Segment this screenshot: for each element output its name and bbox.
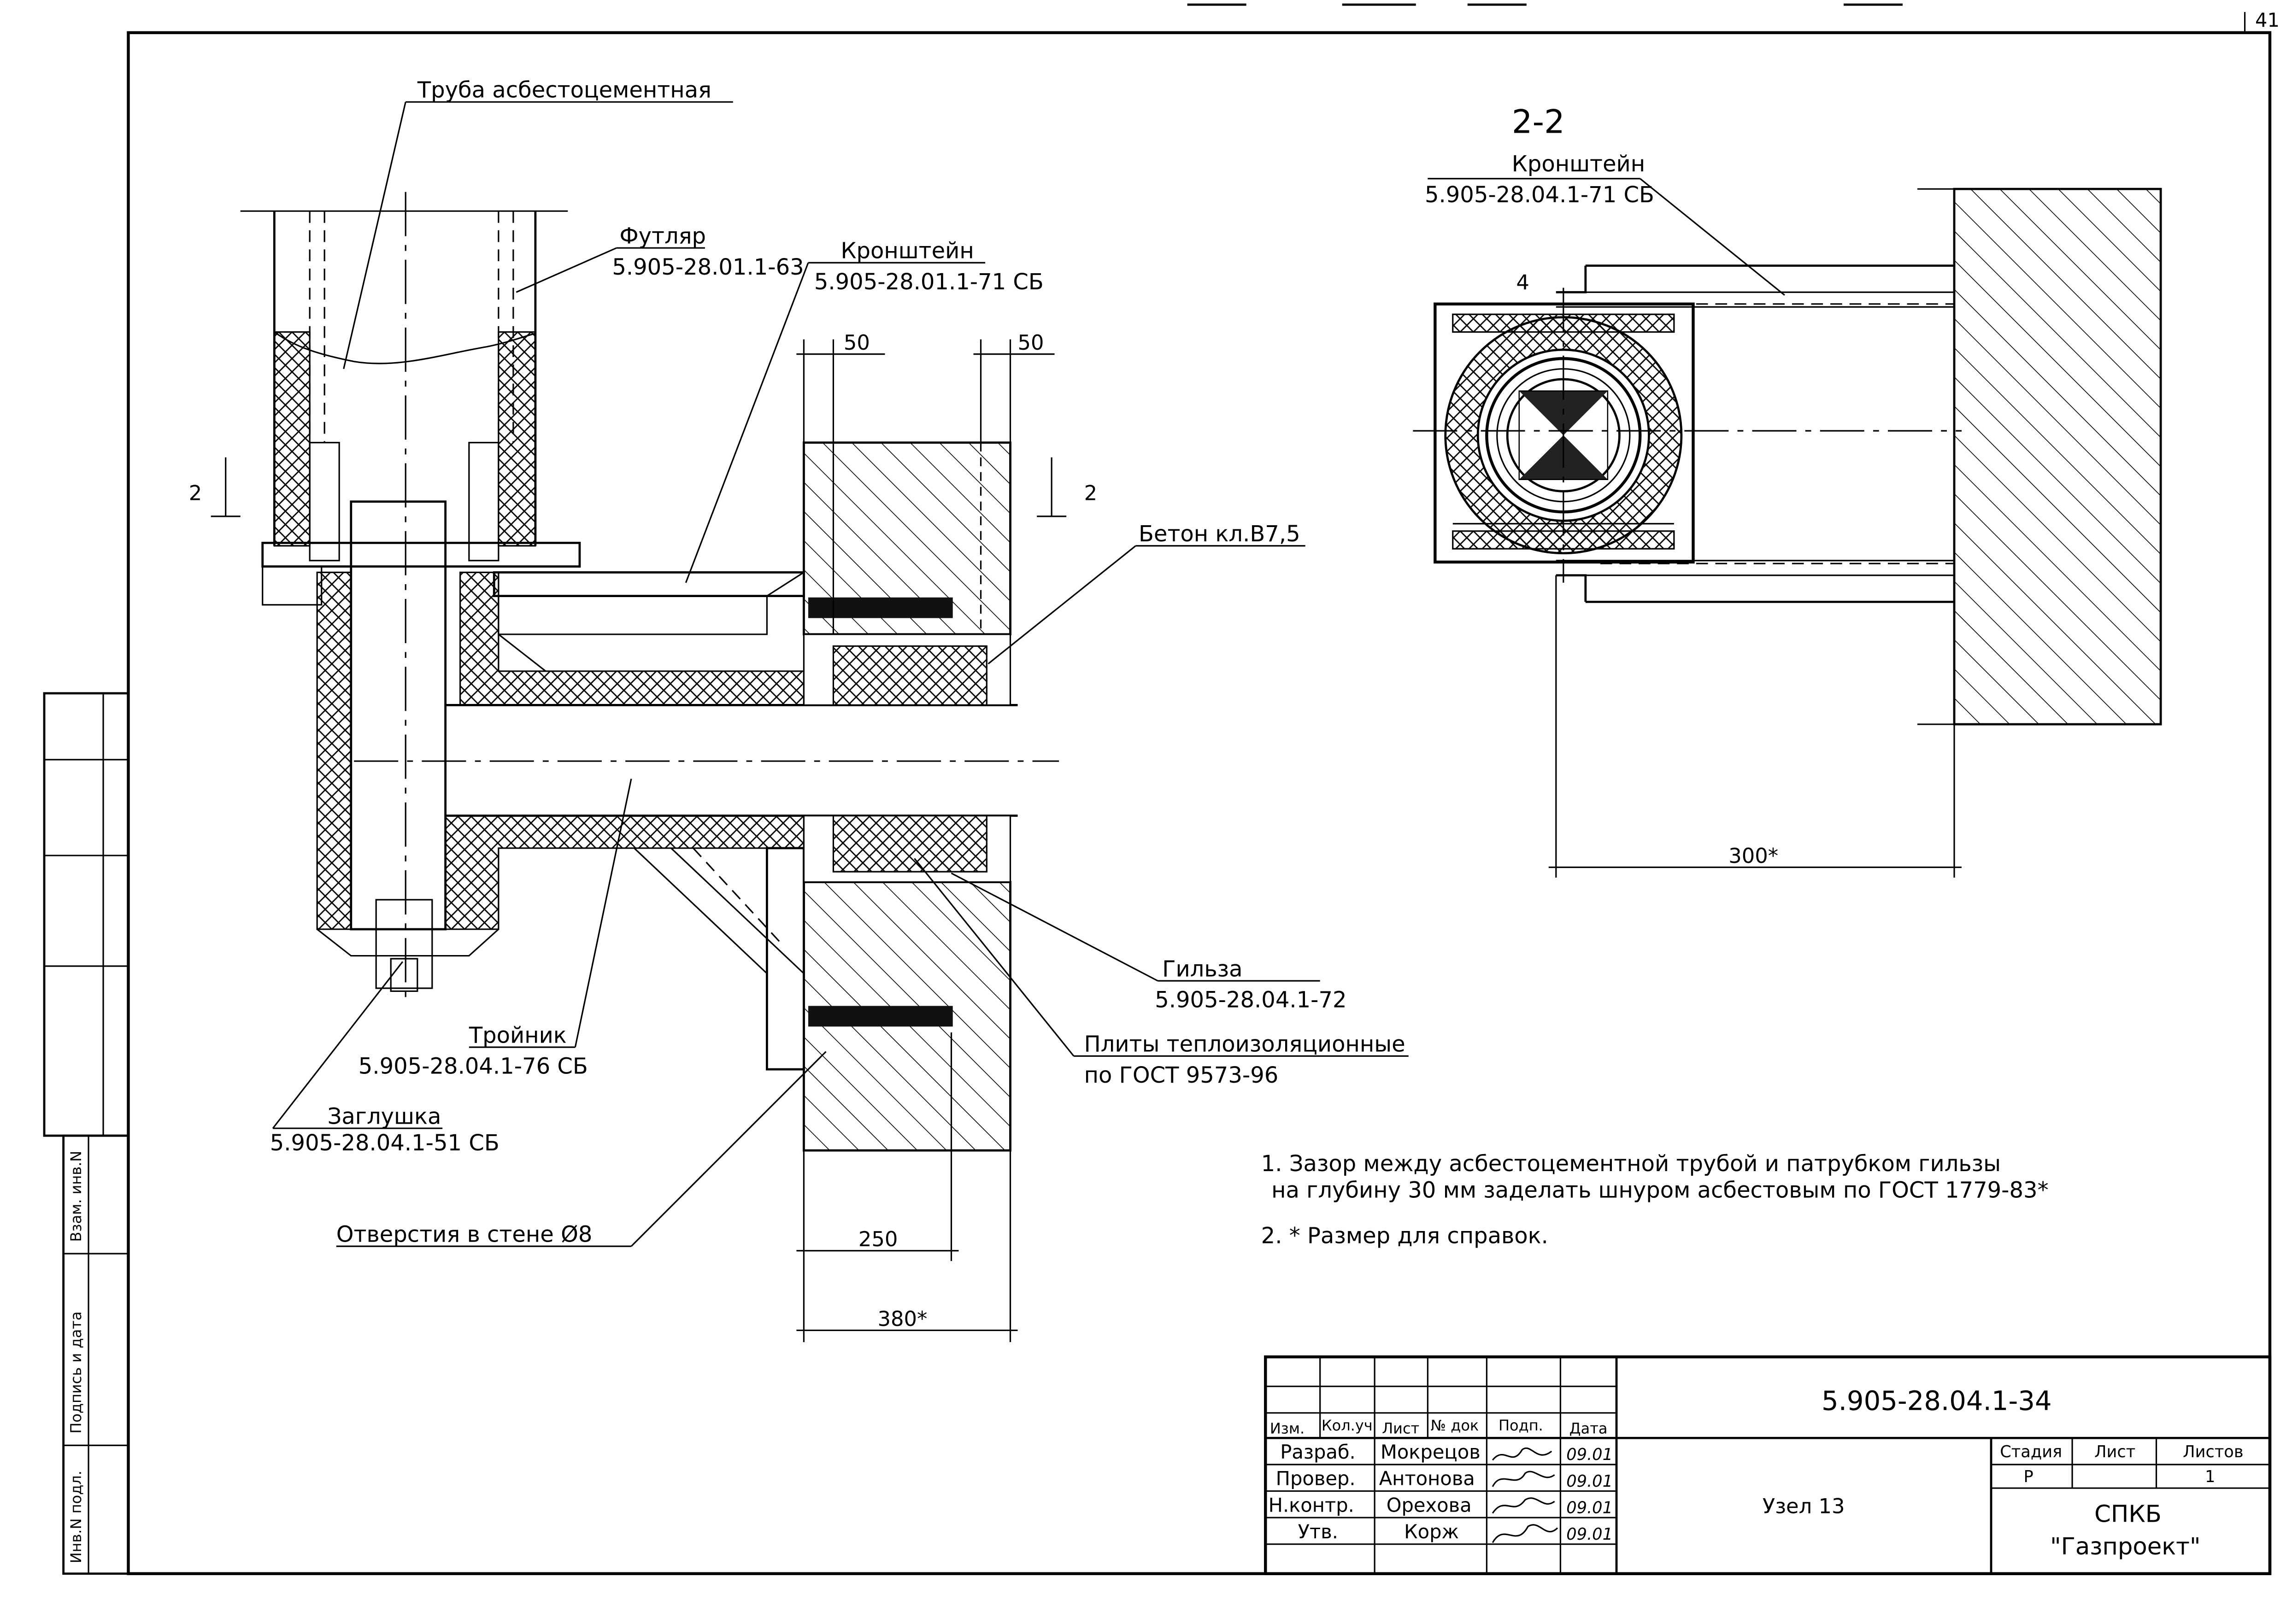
label-tee: Тройник xyxy=(469,1022,567,1048)
tb-date-1: 09.01 xyxy=(1566,1445,1613,1464)
tb-role-2: Провер. xyxy=(1276,1467,1356,1490)
tb-name: Узел 13 xyxy=(1763,1494,1845,1518)
tb-stage-header: Стадия xyxy=(2000,1442,2062,1461)
note-1-line-1: 1. Зазор между асбестоцементной трубой и… xyxy=(1261,1151,2001,1177)
tb-person-3: Орехова xyxy=(1387,1494,1472,1516)
page-number: 41 xyxy=(2255,9,2280,31)
dim-300: 300* xyxy=(1728,844,1778,868)
label-tee-code: 5.905-28.04.1-76 СБ xyxy=(358,1054,588,1079)
title-block: Изм. Кол.уч Лист № док Подп. Дата Разраб… xyxy=(1264,1355,2272,1575)
notes-block: 1. Зазор между асбестоцементной трубой и… xyxy=(1261,1151,2049,1249)
label-sleeve: Гильза xyxy=(1162,956,1242,982)
tb-doc-code: 5.905-28.04.1-34 xyxy=(1822,1385,2052,1416)
label-plug: Заглушка xyxy=(328,1103,441,1129)
dim-380: 380* xyxy=(877,1307,927,1331)
dim-50-right: 50 xyxy=(1018,330,1044,355)
tb-header-podp: Подп. xyxy=(1499,1417,1543,1434)
label-plug-code: 5.905-28.04.1-51 СБ xyxy=(270,1130,500,1156)
tb-person-1: Мокрецов xyxy=(1381,1441,1481,1463)
tb-person-2: Антонова xyxy=(1379,1467,1475,1490)
label-bracket-right-code: 5.905-28.04.1-71 СБ xyxy=(1425,182,1654,208)
label-plates-std: по ГОСТ 9573-96 xyxy=(1084,1062,1279,1088)
left-annotations: Труба асбестоцементная Футляр 5.905-28.0… xyxy=(270,77,1409,1248)
section-2-2-drawing: 2-2 4 300* Кронштейн 5.9 xyxy=(1413,103,2162,878)
label-bracket-code: 5.905-28.01.1-71 СБ xyxy=(814,269,1044,295)
tee-assembly-drawing: 50 50 250 380* 2 2 xyxy=(189,192,1097,1343)
stamp-inv-orig: Инв.N подл. xyxy=(67,1471,85,1563)
section-title: 2-2 xyxy=(1512,103,1565,141)
tb-org-2: "Газпроект" xyxy=(2050,1533,2201,1560)
label-concrete: Бетон кл.В7,5 xyxy=(1139,521,1300,547)
note-2: 2. * Размер для справок. xyxy=(1261,1223,1548,1249)
label-sleeve-code: 5.905-28.04.1-72 xyxy=(1155,987,1346,1013)
tb-role-1: Разраб. xyxy=(1280,1441,1356,1463)
label-holes: Отверстия в стене Ø8 xyxy=(336,1222,593,1248)
dim-250: 250 xyxy=(858,1227,898,1251)
tb-sheets-header: Листов xyxy=(2183,1442,2243,1461)
label-bracket-right: Кронштейн xyxy=(1512,151,1645,177)
label-plates: Плиты теплоизоляционные xyxy=(1084,1032,1405,1057)
tb-date-3: 09.01 xyxy=(1566,1498,1613,1517)
tb-person-4: Корж xyxy=(1404,1520,1459,1543)
tb-date-2: 09.01 xyxy=(1566,1472,1613,1491)
dim-50-left: 50 xyxy=(844,330,870,355)
tb-header-data: Дата xyxy=(1569,1420,1608,1437)
label-casing: Футляр xyxy=(619,223,706,249)
section-cut-left: 2 xyxy=(189,481,202,505)
tb-org-1: СПКБ xyxy=(2094,1501,2162,1528)
tb-sheets: 1 xyxy=(2205,1467,2215,1486)
tb-header-list: Лист xyxy=(1382,1420,1419,1437)
label-pipe: Труба асбестоцементная xyxy=(417,77,711,103)
side-stamp: Взам. инв.N Подпись и дата Инв.N подл. xyxy=(43,692,129,1575)
tb-header-izm: Изм. xyxy=(1270,1420,1305,1437)
tb-header-ndok: № док xyxy=(1431,1417,1479,1434)
tb-role-4: Утв. xyxy=(1298,1520,1338,1543)
section-cut-right: 2 xyxy=(1084,481,1098,505)
tb-sheet-header: Лист xyxy=(2094,1442,2135,1461)
tb-stage: Р xyxy=(2023,1467,2033,1486)
label-casing-code: 5.905-28.01.1-63 xyxy=(612,254,804,280)
stamp-replace-inv: Взам. инв.N xyxy=(67,1151,85,1242)
note-1-line-2: на глубину 30 мм заделать шнуром асбесто… xyxy=(1271,1178,2049,1203)
tb-header-koluch: Кол.уч xyxy=(1322,1417,1373,1434)
label-bracket: Кронштейн xyxy=(840,238,974,264)
marker-4: 4 xyxy=(1516,270,1529,294)
tb-date-4: 09.01 xyxy=(1566,1525,1613,1544)
sheet-frame xyxy=(127,31,2272,1575)
stamp-sign-date: Подпись и дата xyxy=(67,1312,85,1434)
tb-role-3: Н.контр. xyxy=(1269,1494,1354,1516)
